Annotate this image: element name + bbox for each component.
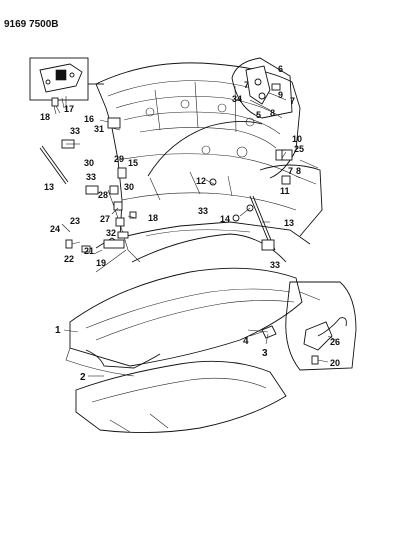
- callout-16: 16: [84, 114, 94, 124]
- callout-3: 3: [262, 348, 268, 359]
- callout-10: 10: [292, 134, 302, 144]
- hood-silencer-pad: [75, 360, 287, 434]
- inset-hood-hinge: [231, 57, 293, 119]
- callout-15: 15: [128, 158, 138, 168]
- callout-23: 23: [70, 216, 80, 226]
- callout-29: 29: [114, 154, 124, 164]
- callout-25: 25: [294, 144, 304, 154]
- callout-12: 12: [196, 176, 206, 186]
- callout-20: 20: [330, 358, 340, 368]
- callout-18-a: 18: [40, 112, 50, 122]
- callout-17: 17: [64, 104, 74, 114]
- callout-30-b: 30: [124, 182, 134, 192]
- right-hood-prop-rod: [249, 149, 287, 251]
- callout-7-b: 7: [290, 96, 295, 106]
- callout-14: 14: [220, 214, 230, 224]
- callout-18-b: 18: [148, 213, 158, 223]
- callout-13-b: 13: [284, 218, 294, 228]
- callout-5: 5: [256, 110, 261, 120]
- callout-7-a: 7: [244, 80, 249, 90]
- callout-33-b: 33: [86, 172, 96, 182]
- callout-19: 19: [96, 258, 106, 268]
- hardware-parts: [65, 117, 293, 253]
- callout-30-a: 30: [84, 158, 94, 168]
- inset-hood-latch: [285, 281, 357, 371]
- callout-11: 11: [280, 186, 290, 196]
- figure-code: 9169 7500B: [4, 19, 59, 30]
- callout-32: 32: [106, 228, 116, 238]
- callout-4: 4: [243, 336, 249, 347]
- callout-21: 21: [84, 246, 94, 256]
- callout-33-a: 33: [70, 126, 80, 136]
- hood-underside-open: [95, 62, 301, 179]
- callouts: 1 2 3 4 5 6 7 7 7 8 8 9 10 11 12 13 13 1…: [40, 64, 340, 383]
- callout-13-a: 13: [44, 182, 54, 192]
- callout-26: 26: [330, 337, 340, 347]
- callout-28: 28: [98, 190, 108, 200]
- callout-33-c: 33: [198, 206, 208, 216]
- callout-6: 6: [278, 64, 283, 74]
- inset-latch-bracket: [29, 57, 104, 114]
- callout-34: 34: [232, 94, 242, 104]
- hood-panel: [65, 267, 303, 377]
- callout-27: 27: [100, 214, 110, 224]
- callout-22: 22: [64, 254, 74, 264]
- callout-1: 1: [55, 325, 61, 336]
- engine-bay-body: [95, 127, 323, 273]
- callout-8-a: 8: [270, 108, 275, 118]
- callout-31: 31: [94, 124, 104, 134]
- callout-2: 2: [80, 372, 86, 383]
- callout-leaders: [53, 97, 337, 377]
- callout-24: 24: [50, 224, 60, 234]
- callout-8-b: 8: [296, 166, 301, 176]
- callout-9: 9: [278, 90, 283, 100]
- hood-bumpers: [247, 325, 277, 339]
- callout-33-d: 33: [270, 260, 280, 270]
- callout-7-c: 7: [288, 166, 293, 176]
